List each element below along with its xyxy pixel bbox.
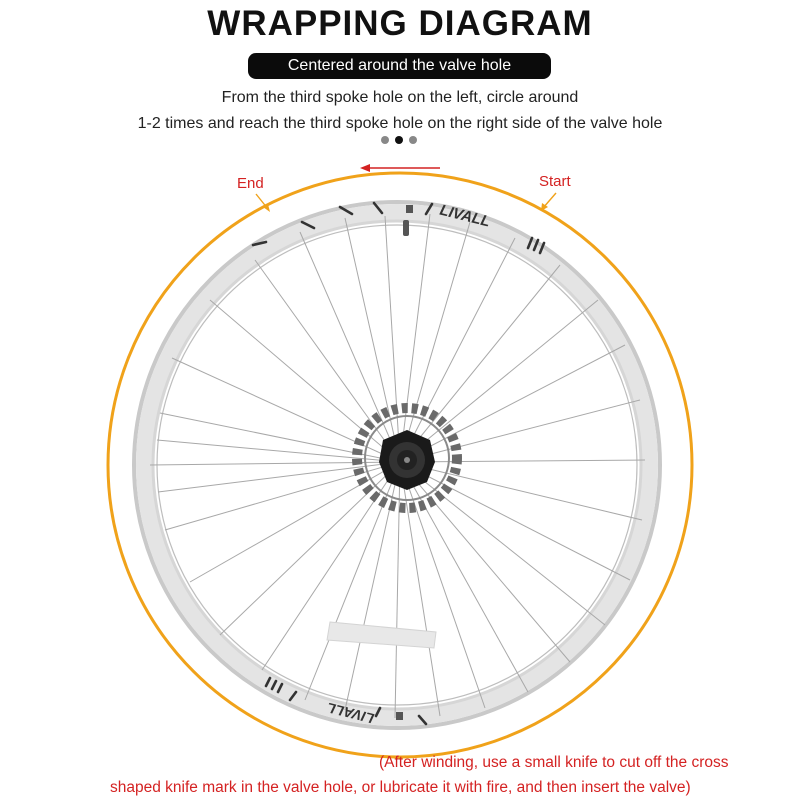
rim-tape-ring xyxy=(106,171,694,759)
start-label: Start xyxy=(539,173,571,190)
wheel-spokes xyxy=(149,213,646,719)
page-title: WRAPPING DIAGRAM xyxy=(207,4,593,43)
footer-note-line-2: shaped knife mark in the valve hole, or … xyxy=(110,779,691,796)
wheel-hub xyxy=(379,430,435,490)
rim-label-chip xyxy=(406,205,413,213)
footer-note-line-1: (After winding, use a small knife to cut… xyxy=(379,754,729,771)
reflector xyxy=(326,621,437,649)
pagination-dot[interactable] xyxy=(381,136,389,144)
description-line-1: From the third spoke hole on the left, c… xyxy=(221,89,579,106)
pagination-dot-active[interactable] xyxy=(395,136,403,144)
disc-rotor xyxy=(352,403,462,513)
pagination-dots xyxy=(381,136,417,144)
direction-arrow-icon xyxy=(360,164,440,172)
rim-decal-top xyxy=(251,201,546,255)
pagination-dot[interactable] xyxy=(409,136,417,144)
rim-decal-bottom xyxy=(264,676,428,726)
end-label: End xyxy=(237,175,264,192)
subtitle-badge: Centered around the valve hole xyxy=(248,53,551,79)
description-line-2: 1-2 times and reach the third spoke hole… xyxy=(137,115,663,132)
valve-stem xyxy=(403,220,409,236)
